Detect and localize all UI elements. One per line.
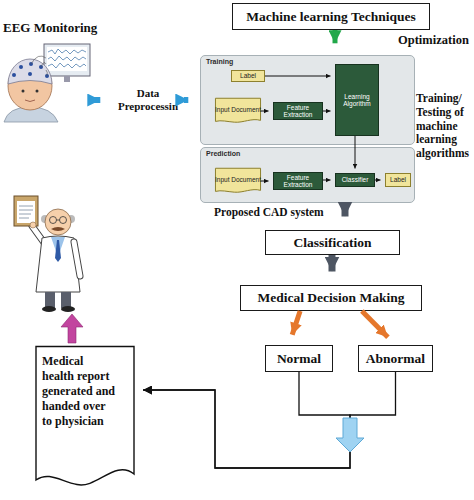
note-label: Optimization bbox=[398, 33, 474, 48]
side-note: Training/ Testing of machine learning al… bbox=[416, 92, 474, 161]
step-block: Data Preprocessin bbox=[112, 86, 184, 114]
process-box: Classification bbox=[265, 230, 400, 255]
box-text: Feature Extraction bbox=[274, 174, 322, 188]
process-box: Feature Extraction bbox=[273, 172, 323, 190]
flow-arrow bbox=[333, 30, 338, 43]
patient-eye bbox=[36, 90, 39, 93]
physician-leg bbox=[45, 292, 55, 308]
eeg-wave bbox=[48, 49, 86, 54]
box-text: Label bbox=[240, 72, 256, 79]
clipboard bbox=[14, 196, 38, 226]
step-text: Data Preprocessin bbox=[112, 87, 184, 112]
box-text: Learning Algorithm bbox=[336, 93, 378, 107]
flow-arrow bbox=[329, 255, 336, 272]
flow-arrow bbox=[184, 97, 188, 103]
flow-arrow bbox=[91, 97, 100, 103]
box-text: Input Document bbox=[215, 106, 261, 113]
document-outline bbox=[215, 168, 260, 192]
label-box: Label bbox=[231, 70, 265, 82]
decision-box: Medical Decision Making bbox=[240, 285, 422, 311]
physician-hand bbox=[30, 222, 36, 228]
eeg-wave bbox=[48, 63, 86, 68]
stage-label: Proposed CAD system bbox=[214, 206, 339, 220]
eeg-wave bbox=[48, 56, 86, 61]
source-block: EEG Monitoring bbox=[3, 20, 91, 122]
electrode bbox=[28, 72, 32, 76]
electrode bbox=[19, 65, 23, 69]
document-outline bbox=[215, 98, 260, 122]
process-box: Feature Extraction bbox=[273, 102, 323, 120]
eeg-monitor bbox=[44, 44, 90, 76]
patient-eye bbox=[22, 90, 25, 93]
prediction-panel: PredictionInput Document Feature Extracti… bbox=[200, 147, 415, 203]
physician-illustration bbox=[14, 196, 80, 312]
document-box: Input Document bbox=[215, 98, 261, 124]
eeg-screen bbox=[47, 47, 87, 71]
box-text: Classification bbox=[290, 235, 374, 251]
eeg-illustration bbox=[4, 44, 90, 122]
physician-shoe bbox=[42, 306, 56, 312]
box-text: Normal bbox=[274, 351, 324, 367]
physician-leg bbox=[61, 292, 71, 308]
physician-arm bbox=[74, 242, 80, 276]
electrode-wire bbox=[31, 56, 47, 76]
merge-arrow bbox=[336, 418, 364, 452]
clipboard-paper bbox=[17, 201, 35, 223]
outcome-box: Normal bbox=[265, 345, 333, 372]
physician-arm bbox=[74, 242, 80, 276]
patient-mouth bbox=[25, 100, 35, 102]
flow-arrow bbox=[362, 311, 388, 337]
box-text: Classifier bbox=[342, 176, 369, 183]
section-heading: EEG Monitoring bbox=[3, 20, 97, 36]
box-text: Medical Decision Making bbox=[255, 290, 408, 306]
flow-arrow bbox=[342, 203, 349, 217]
panel-title: Training bbox=[206, 58, 233, 65]
physician-tie bbox=[55, 240, 61, 262]
process-box: Machine learning Techniques bbox=[232, 3, 430, 30]
process-box: Learning Algorithm bbox=[335, 64, 379, 136]
outcome-box: Abnormal bbox=[358, 345, 433, 372]
document-box: Input Document bbox=[215, 168, 261, 194]
flow-arrow bbox=[143, 372, 350, 468]
box-text: Label bbox=[390, 176, 406, 183]
training-panel: TrainingLabelInput Document Feature Extra… bbox=[200, 55, 415, 145]
flow-arrow bbox=[292, 311, 300, 335]
panel-title: Prediction bbox=[206, 150, 240, 157]
physician-shoe bbox=[61, 306, 75, 312]
physician-mustache bbox=[51, 227, 65, 231]
monitor-stand bbox=[64, 76, 70, 82]
box-text: Machine learning Techniques bbox=[243, 9, 419, 25]
label-box: Label bbox=[385, 173, 411, 187]
box-text: Abnormal bbox=[363, 351, 428, 367]
report-text: Medical health report generated and hand… bbox=[35, 345, 118, 429]
physician-head bbox=[45, 209, 71, 235]
box-text: Feature Extraction bbox=[274, 104, 322, 118]
physician-glasses bbox=[60, 217, 67, 224]
physician-glasses bbox=[50, 217, 57, 224]
flow-arrow bbox=[143, 372, 395, 468]
process-box: Classifier bbox=[335, 173, 375, 187]
report-document: Medical health report generated and hand… bbox=[35, 345, 135, 495]
box-text: Input Document bbox=[215, 176, 261, 183]
handover-arrow bbox=[61, 314, 83, 343]
clipboard-lines bbox=[19, 206, 33, 218]
physician-coat bbox=[36, 236, 80, 292]
physician-glasses bbox=[57, 220, 60, 221]
electrode bbox=[12, 73, 16, 77]
